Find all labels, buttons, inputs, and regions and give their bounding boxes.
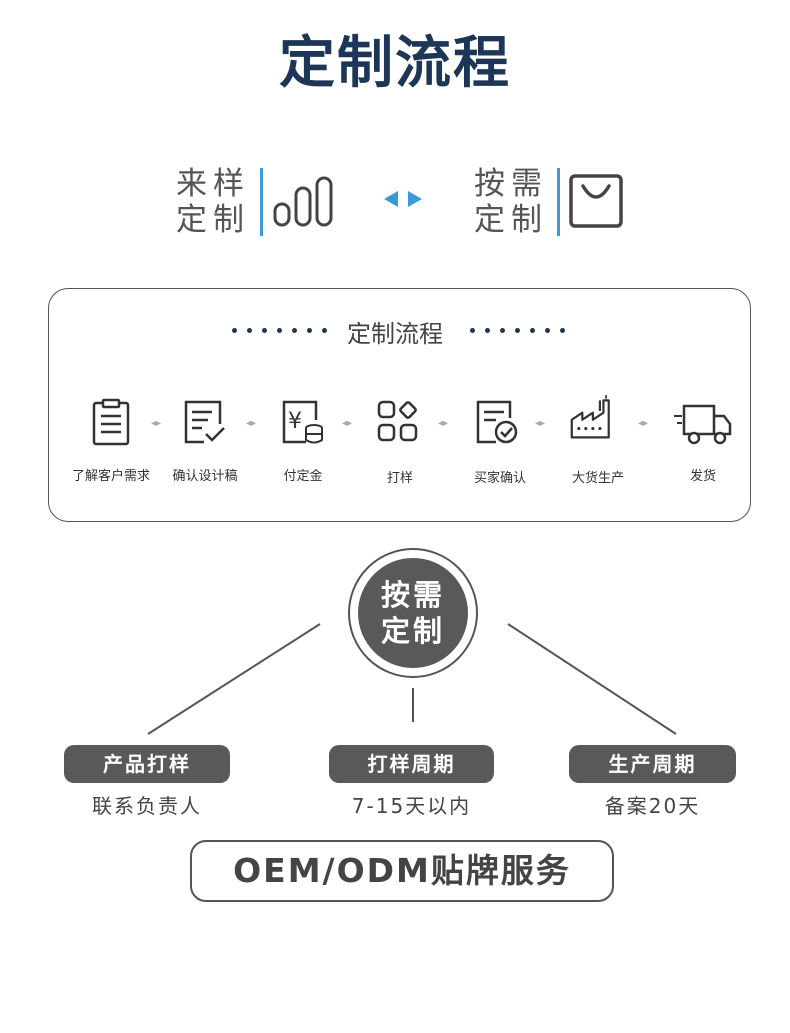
mode-sample-custom: 来样 定制 bbox=[176, 166, 250, 238]
step-separator: ◂▸ bbox=[342, 418, 353, 429]
step-separator: ◂▸ bbox=[535, 418, 546, 429]
delivery-truck-icon bbox=[674, 404, 732, 445]
factory-icon bbox=[570, 395, 610, 439]
step-separator: ◂▸ bbox=[638, 418, 649, 429]
divider-bar bbox=[260, 168, 263, 236]
step-label: 打样 bbox=[386, 471, 413, 486]
mode-sample-line1: 来样 bbox=[176, 166, 250, 202]
center-line2: 定制 bbox=[380, 614, 445, 648]
branch-production-pill: 生产周期 bbox=[569, 745, 736, 783]
yen-coins-icon: ¥ bbox=[282, 400, 323, 444]
step-label: 付定金 bbox=[283, 469, 323, 484]
dots-left bbox=[232, 318, 327, 333]
branch-production-sub: 备案20天 bbox=[604, 794, 701, 818]
page-title: 定制流程 bbox=[279, 31, 511, 96]
bar-chart-icon bbox=[273, 176, 333, 227]
branch-sample-cycle-pill: 打样周期 bbox=[329, 745, 494, 783]
step-label: 大货生产 bbox=[571, 471, 624, 486]
document-check-icon bbox=[184, 400, 225, 444]
step-separator: ◂▸ bbox=[438, 418, 449, 429]
center-circle: 按需 定制 bbox=[358, 558, 468, 668]
mode-sample-line2: 定制 bbox=[176, 202, 250, 238]
process-panel bbox=[48, 288, 751, 522]
shopping-bag-icon bbox=[569, 174, 623, 228]
center-circle-ring bbox=[348, 548, 478, 678]
svg-text:¥: ¥ bbox=[288, 409, 302, 434]
mode-on-demand: 按需 定制 bbox=[474, 166, 548, 238]
approve-document-icon bbox=[476, 400, 518, 444]
step-label: 确认设计稿 bbox=[172, 469, 238, 484]
step-label: 买家确认 bbox=[473, 471, 526, 486]
mode-demand-line2: 定制 bbox=[474, 202, 548, 238]
branch-sample-sub: 联系负责人 bbox=[92, 794, 202, 818]
step-label: 发货 bbox=[689, 469, 716, 484]
grid-shapes-icon bbox=[377, 400, 418, 442]
step-separator: ◂▸ bbox=[246, 418, 257, 429]
divider-bar bbox=[557, 168, 560, 236]
clipboard-icon bbox=[92, 398, 130, 446]
center-line1: 按需 bbox=[380, 578, 445, 612]
swap-arrows-icon bbox=[384, 191, 422, 207]
dots-right bbox=[470, 318, 565, 333]
process-title: 定制流程 bbox=[347, 320, 443, 348]
step-separator: ◂▸ bbox=[151, 418, 162, 429]
branch-sample-cycle-sub: 7-15天以内 bbox=[351, 794, 472, 818]
branch-sample-pill: 产品打样 bbox=[64, 745, 230, 783]
mode-demand-line1: 按需 bbox=[474, 166, 548, 202]
oem-service-box: OEM/ODM贴牌服务 bbox=[190, 840, 614, 902]
step-label: 了解客户需求 bbox=[71, 469, 150, 484]
connector-lines bbox=[147, 623, 677, 735]
